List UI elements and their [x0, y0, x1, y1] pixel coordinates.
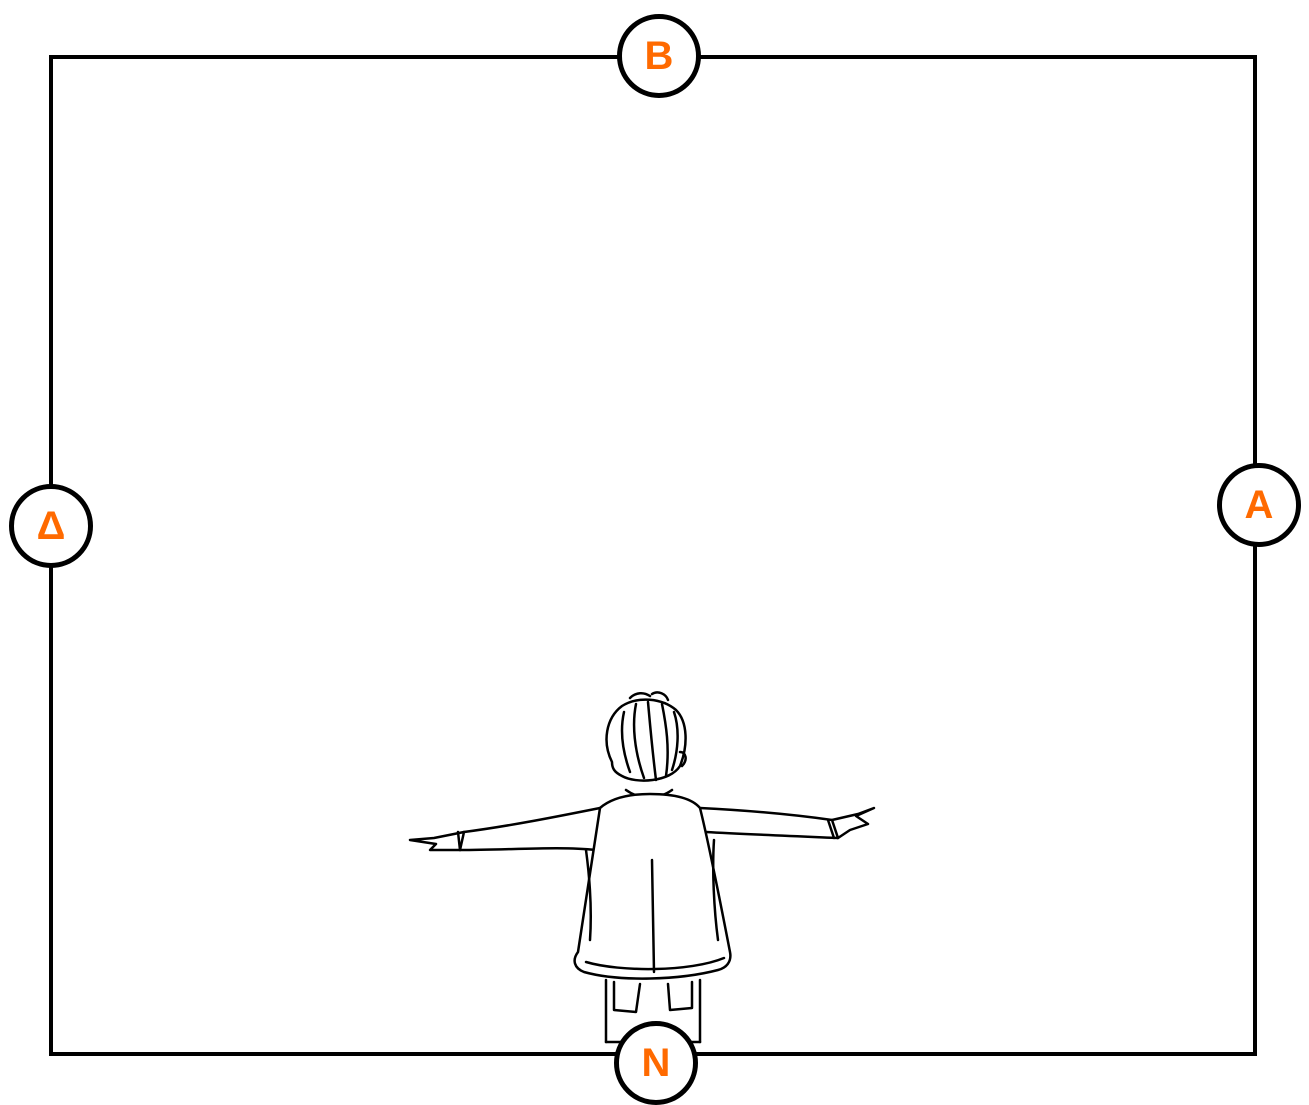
person-pointing-both-ways-icon — [400, 690, 890, 1060]
marker-left: Δ — [9, 484, 93, 568]
marker-top: B — [617, 14, 701, 98]
marker-bottom: N — [614, 1021, 698, 1105]
marker-right: A — [1217, 463, 1301, 547]
